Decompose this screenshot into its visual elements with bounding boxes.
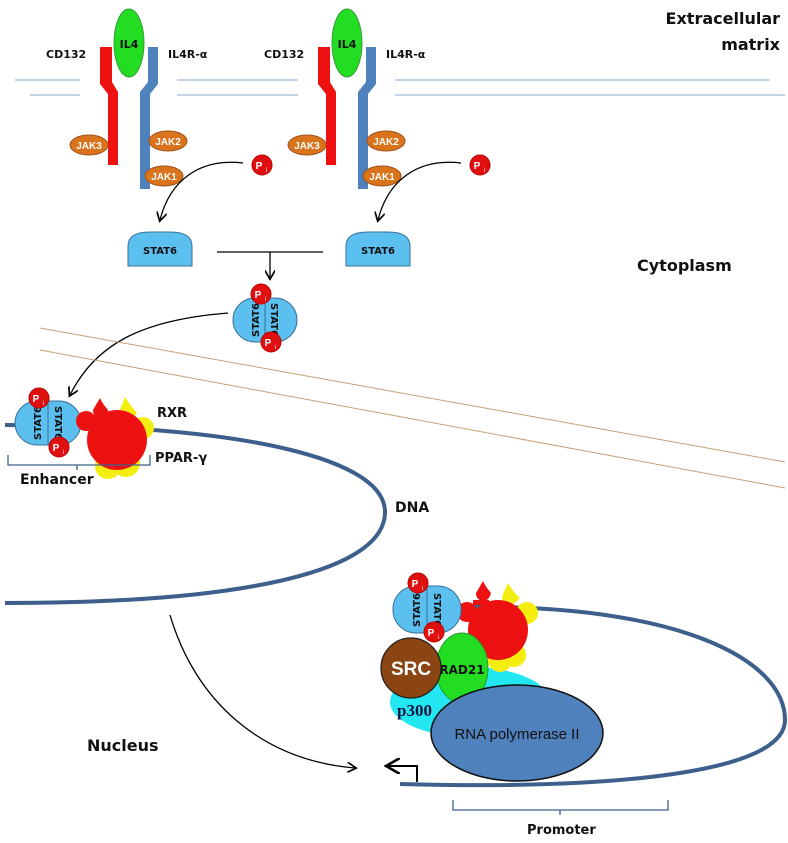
nuclear-membrane	[39, 327, 786, 489]
stat6-monomer	[345, 231, 411, 267]
receptor-complex-1: IL4 CD132 IL4R-α JAK3 JAK2 JAK1 P i STAT…	[46, 8, 273, 267]
svg-text:STAT6: STAT6	[268, 303, 279, 337]
il4ra-chain	[358, 47, 376, 189]
jak2	[366, 130, 406, 152]
svg-text:P: P	[412, 579, 419, 590]
cd132-chain	[318, 47, 336, 165]
svg-text:JAK3: JAK3	[76, 141, 102, 152]
svg-text:JAK3: JAK3	[294, 141, 320, 152]
transcription-arrow	[169, 614, 355, 768]
svg-text:i: i	[266, 168, 267, 174]
svg-text:STAT6: STAT6	[412, 593, 423, 627]
jak3	[287, 134, 327, 156]
svg-text:RAD21: RAD21	[439, 663, 484, 677]
svg-text:IL4R-α: IL4R-α	[386, 48, 426, 61]
il4ra-chain	[140, 47, 158, 189]
svg-text:JAK1: JAK1	[369, 172, 395, 183]
cell-membrane	[15, 79, 785, 96]
svg-text:P: P	[256, 161, 263, 172]
nuclear-translocation-arrow	[70, 312, 229, 395]
svg-text:P: P	[474, 161, 481, 172]
receptor-complex-2: IL4 CD132 IL4R-α JAK3 JAK2 JAK1 P i STAT…	[264, 8, 491, 267]
rna-polymerase-ii	[430, 684, 604, 782]
svg-text:RNA polymerase II: RNA polymerase II	[454, 726, 579, 743]
svg-text:P: P	[428, 628, 435, 639]
svg-text:i: i	[43, 401, 44, 407]
enhancer-label: Enhancer	[20, 472, 94, 488]
svg-text:JAK1: JAK1	[151, 172, 177, 183]
rxr-label: RXR	[157, 406, 187, 421]
phosphorylation-arrow	[378, 161, 462, 220]
svg-text:STAT6: STAT6	[361, 246, 395, 257]
svg-text:STAT6: STAT6	[52, 406, 63, 440]
svg-text:JAK2: JAK2	[373, 137, 399, 148]
svg-text:P: P	[255, 290, 262, 301]
svg-text:CD132: CD132	[264, 48, 304, 61]
svg-text:IL4: IL4	[120, 38, 139, 51]
jak1	[362, 165, 402, 187]
svg-text:P: P	[265, 338, 272, 349]
svg-text:STAT6: STAT6	[33, 406, 44, 440]
svg-text:i: i	[63, 450, 64, 456]
promoter-bracket	[452, 800, 669, 815]
il4-ligand	[331, 8, 363, 78]
svg-text:STAT6: STAT6	[251, 303, 262, 337]
phosphate: P i	[251, 154, 273, 176]
stat6-monomer	[127, 231, 193, 267]
ppar-label: PPAR-γ	[155, 451, 207, 466]
svg-text:i: i	[484, 168, 485, 174]
transcription-start-arrow	[388, 766, 418, 782]
enhancer-bracket	[7, 455, 151, 470]
jak2	[148, 130, 188, 152]
svg-text:IL4: IL4	[338, 38, 357, 51]
svg-text:SRC: SRC	[391, 659, 431, 680]
svg-text:P: P	[33, 394, 40, 405]
promoter-label: Promoter	[527, 823, 596, 838]
ppar-gamma	[76, 398, 147, 470]
svg-text:JAK2: JAK2	[155, 137, 181, 148]
dna-strand-enhancer	[4, 423, 388, 605]
p300-label: p300	[397, 701, 432, 720]
svg-text:i: i	[438, 635, 439, 641]
svg-text:STAT6: STAT6	[143, 246, 177, 257]
jak1	[144, 165, 184, 187]
phosphorylation-arrow	[160, 161, 244, 220]
dna-strand-promoter	[399, 604, 788, 788]
il4ra-label: IL4R-α	[168, 48, 208, 61]
src	[380, 637, 442, 699]
nucleus-label: Nucleus	[87, 736, 159, 755]
extracellular-label-line2: matrix	[721, 35, 780, 54]
svg-text:i: i	[275, 345, 276, 351]
svg-text:P: P	[53, 443, 60, 454]
ppar-gamma	[457, 581, 528, 660]
phosphate: P i	[469, 154, 491, 176]
svg-text:i: i	[422, 586, 423, 592]
jak3	[69, 134, 109, 156]
il4-ligand	[113, 8, 145, 78]
cd132-chain	[100, 47, 118, 165]
extracellular-label-line1: Extracellular	[666, 9, 781, 28]
cd132-label: CD132	[46, 48, 86, 61]
svg-text:STAT6: STAT6	[431, 593, 442, 627]
svg-text:i: i	[265, 297, 266, 303]
cytoplasm-label: Cytoplasm	[637, 256, 732, 275]
dna-label: DNA	[395, 500, 429, 516]
